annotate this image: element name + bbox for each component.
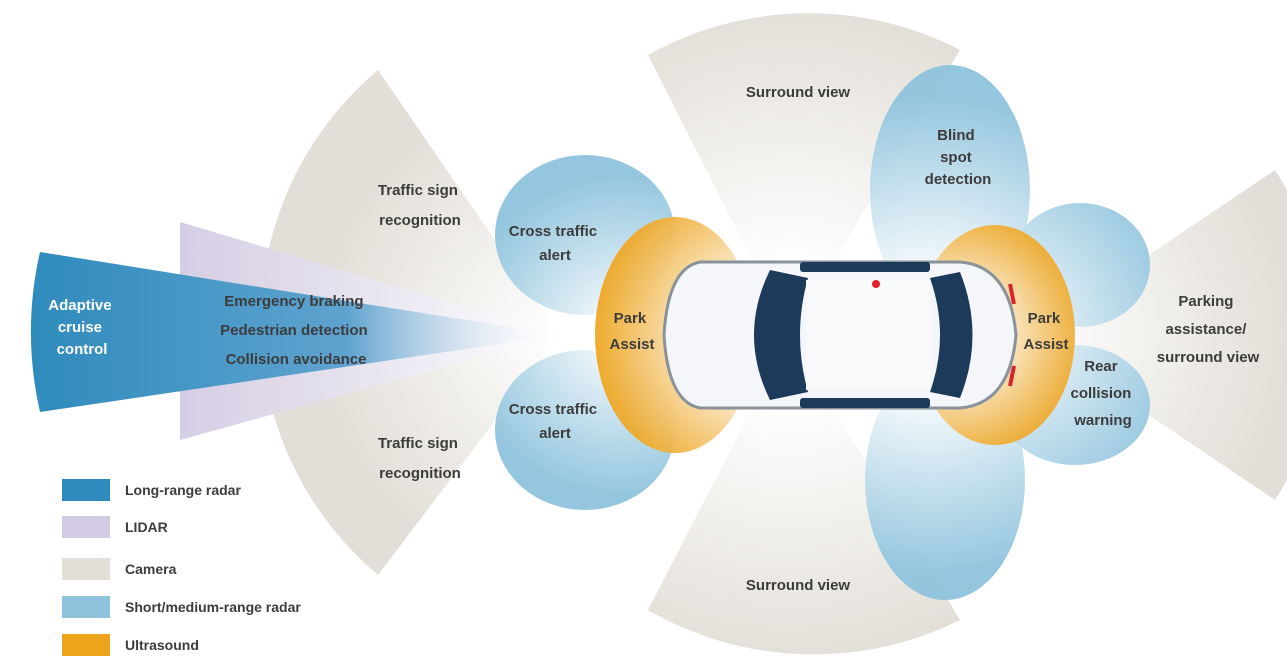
car bbox=[662, 260, 1018, 410]
car-sensor-dot bbox=[872, 280, 880, 288]
label-parking-assistance: Parking assistance/ surround view bbox=[1157, 293, 1260, 366]
label-adaptive-cruise-control: Adaptive cruise control bbox=[48, 297, 116, 358]
label-park-assist-rear: Park Assist bbox=[1023, 310, 1068, 353]
camera-zone-rear bbox=[1030, 170, 1287, 500]
car-tail-light-bottom bbox=[1008, 365, 1016, 387]
car-side-window-bottom bbox=[800, 398, 930, 408]
legend-swatch bbox=[62, 479, 110, 501]
legend-label: Ultrasound bbox=[125, 637, 199, 653]
legend-label: Camera bbox=[125, 561, 177, 577]
legend-item-camera: Camera bbox=[62, 558, 177, 580]
label-traffic-sign-bottom: Traffic sign recognition bbox=[378, 435, 462, 482]
camera-zone-top bbox=[648, 13, 960, 335]
car-rear-window bbox=[930, 272, 973, 398]
legend-swatch bbox=[62, 558, 110, 580]
label-cross-traffic-bottom: Cross traffic alert bbox=[509, 401, 602, 442]
car-side-window-top bbox=[800, 262, 930, 272]
legend-swatch bbox=[62, 516, 110, 538]
label-rear-collision: Rear collision warning bbox=[1070, 358, 1135, 429]
legend-swatch bbox=[62, 596, 110, 618]
car-roof bbox=[806, 280, 930, 390]
long-range-radar-zone bbox=[30, 252, 560, 412]
legend-label: Long-range radar bbox=[125, 482, 241, 498]
legend: Long-range radar LIDAR Camera Short/medi… bbox=[62, 479, 301, 656]
legend-label: LIDAR bbox=[125, 519, 168, 535]
car-tail-light-top bbox=[1008, 283, 1016, 305]
car-windshield bbox=[754, 270, 808, 400]
legend-item-ultrasound: Ultrasound bbox=[62, 634, 199, 656]
legend-swatch bbox=[62, 634, 110, 656]
label-lidar-functions: Emergency braking Pedestrian detection C… bbox=[220, 293, 372, 368]
legend-item-short-medium-radar: Short/medium-range radar bbox=[62, 596, 301, 618]
label-park-assist-front: Park Assist bbox=[609, 310, 654, 353]
label-surround-view-bottom: Surround view bbox=[746, 577, 851, 594]
legend-item-long-range-radar: Long-range radar bbox=[62, 479, 241, 501]
legend-label: Short/medium-range radar bbox=[125, 599, 301, 615]
label-cross-traffic-top: Cross traffic alert bbox=[509, 223, 602, 264]
label-traffic-sign-top: Traffic sign recognition bbox=[378, 182, 462, 229]
label-surround-view-top: Surround view bbox=[746, 84, 851, 101]
legend-item-lidar: LIDAR bbox=[62, 516, 168, 538]
camera-zone-bottom bbox=[648, 335, 960, 655]
label-blind-spot: Blind spot detection bbox=[925, 127, 992, 188]
